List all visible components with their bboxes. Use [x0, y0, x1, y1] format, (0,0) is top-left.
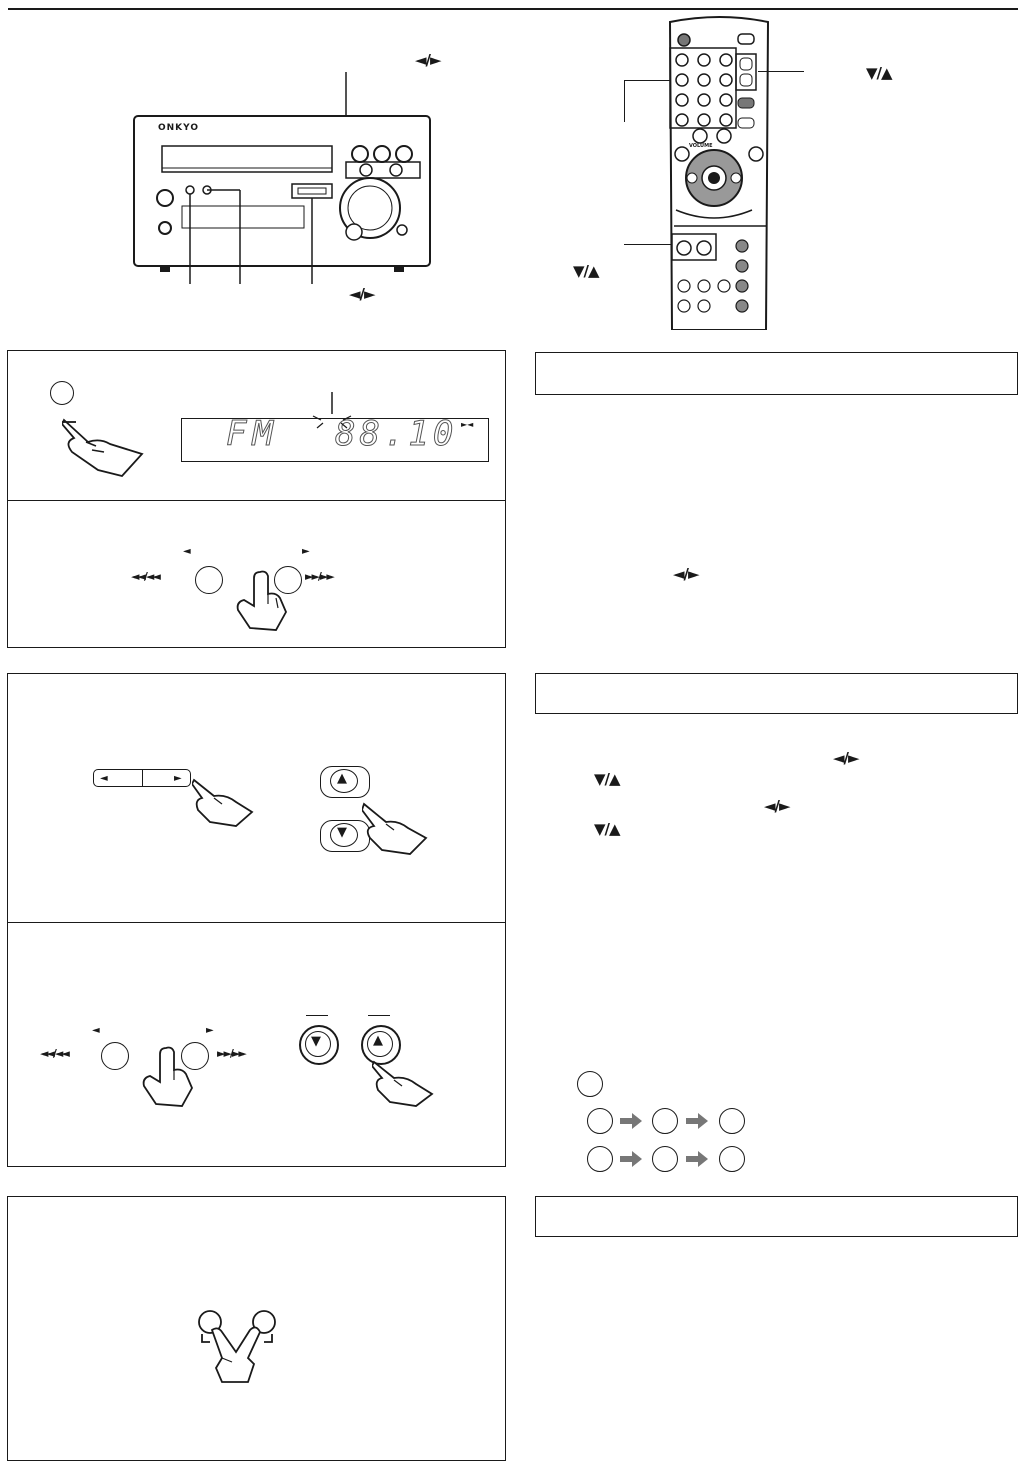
grey-arrow-icon	[686, 1150, 708, 1168]
remote-illustration	[620, 14, 820, 330]
sequence-button-c1	[587, 1146, 613, 1172]
lcd-frequency-text: 88.10	[334, 414, 458, 455]
hand-pressing-icon	[62, 398, 152, 478]
hand-pressing-icon	[362, 800, 432, 856]
remote-down-overline	[306, 1015, 328, 1016]
remote-right-callout-line	[758, 71, 804, 72]
hand-pressing-icon	[192, 778, 256, 828]
remote-volume-label: VOLUME	[689, 143, 713, 149]
right-triangle: ►	[174, 773, 182, 784]
down-triangle-icon: ▼	[311, 1034, 321, 1049]
hand-pressing-icon	[372, 1060, 436, 1108]
flashing-indicator-icon	[303, 392, 363, 432]
sequence-button-b3	[719, 1108, 745, 1134]
section2-line1-arrows: ◄/►	[833, 749, 860, 767]
hand-pressing-icon	[232, 570, 292, 634]
left-triangle: ◄	[92, 1025, 100, 1036]
section2-line4-arrows: ▼/▲	[594, 820, 621, 838]
section2-line2-arrows: ▼/▲	[594, 770, 621, 788]
rewind-skip-symbol: ◄◄/◄◄	[40, 1047, 70, 1060]
grey-arrow-icon	[620, 1112, 642, 1130]
lcd-band-text: FM	[226, 414, 279, 455]
skip-forward-button[interactable]	[274, 566, 302, 594]
right-triangle: ►	[206, 1025, 214, 1036]
remote-right-callout-arrows: ▼/▲	[866, 64, 893, 82]
up-triangle-icon: ▲	[337, 771, 347, 786]
two-finger-press-icon	[192, 1308, 292, 1388]
band-button[interactable]	[50, 381, 74, 405]
section-header-1	[535, 352, 1018, 395]
unit-bottom-callout-arrows: ◄/►	[349, 285, 376, 303]
remote-up-inner	[367, 1031, 393, 1057]
left-triangle: ◄	[100, 773, 108, 784]
channel-up-inner	[330, 769, 358, 793]
channel-down-inner	[330, 823, 358, 847]
unit-illustration	[132, 60, 452, 290]
top-rule	[8, 8, 1018, 10]
up-triangle-icon: ▲	[373, 1033, 383, 1048]
brand-logo: ONKYO	[158, 123, 200, 133]
skip-back-button[interactable]	[195, 566, 223, 594]
sequence-button-c2	[652, 1146, 678, 1172]
section-header-3	[535, 1196, 1018, 1237]
step-box-2	[7, 673, 506, 1167]
step-divider-1	[7, 500, 505, 501]
left-triangle: ◄	[183, 546, 191, 557]
remote-left-callout-line-bottom	[624, 244, 672, 245]
step-divider-2	[7, 922, 505, 923]
channel-up-button[interactable]	[320, 766, 370, 798]
grey-arrow-icon	[620, 1150, 642, 1168]
remote-left-callout-line-top	[624, 80, 670, 81]
lcd-tuned-indicator: ►◄	[461, 420, 474, 429]
skip-forward-button[interactable]	[181, 1042, 209, 1070]
forward-skip-symbol: ►►/►►	[217, 1047, 247, 1060]
tuning-rocker-divider	[142, 770, 143, 786]
section-header-2	[535, 673, 1018, 714]
remote-left-callout-arrows: ▼/▲	[573, 262, 600, 280]
tuning-rocker-button[interactable]	[93, 769, 191, 787]
remote-down-inner	[305, 1031, 331, 1057]
rewind-skip-symbol: ◄◄/◄◄	[131, 570, 161, 583]
section2-line3-arrows: ◄/►	[764, 797, 791, 815]
sequence-button-b1	[587, 1108, 613, 1134]
skip-back-button[interactable]	[101, 1042, 129, 1070]
down-triangle-icon: ▼	[337, 825, 347, 840]
forward-skip-symbol: ►►/►►	[305, 570, 335, 583]
sequence-button-c3	[719, 1146, 745, 1172]
sequence-button-b2	[652, 1108, 678, 1134]
remote-left-callout-line-top-v	[624, 80, 625, 122]
lcd-display	[181, 418, 489, 462]
sequence-button-a	[577, 1071, 603, 1097]
right-triangle: ►	[302, 546, 310, 557]
grey-arrow-icon	[686, 1112, 708, 1130]
hand-pressing-icon	[138, 1046, 198, 1110]
unit-top-callout-arrows: ◄/►	[415, 51, 442, 69]
section1-body-arrows: ◄/►	[673, 565, 700, 583]
remote-up-overline	[368, 1015, 390, 1016]
